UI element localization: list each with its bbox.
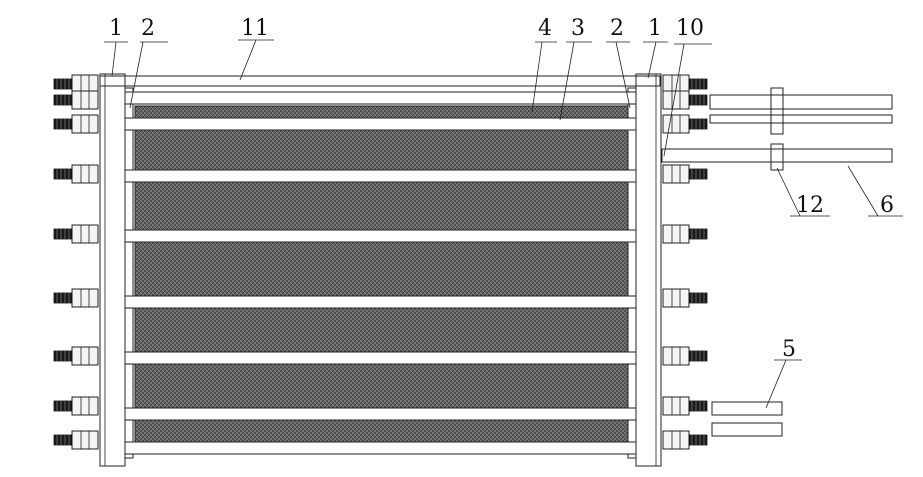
separator-bar bbox=[125, 230, 636, 242]
bolt bbox=[663, 347, 707, 365]
top-rod bbox=[100, 76, 660, 86]
bolt bbox=[663, 397, 707, 415]
callout-2-right: 2 bbox=[610, 16, 624, 41]
separator-bar bbox=[125, 408, 636, 420]
callout-12: 12 bbox=[796, 193, 824, 218]
callout-3: 3 bbox=[571, 16, 585, 41]
callout-6: 6 bbox=[880, 193, 894, 218]
electrode-plate bbox=[135, 420, 628, 442]
separator-bar bbox=[125, 352, 636, 364]
right-end-frame bbox=[628, 74, 661, 466]
bolt bbox=[54, 397, 98, 415]
bottom-pipes bbox=[712, 402, 782, 436]
bolt bbox=[54, 431, 98, 449]
callout-10: 10 bbox=[676, 16, 704, 41]
bolt bbox=[54, 347, 98, 365]
bolt bbox=[54, 91, 98, 109]
callout-1-left: 1 bbox=[109, 16, 123, 41]
bolt bbox=[54, 289, 98, 307]
left-bolt-column bbox=[54, 75, 98, 449]
bolt bbox=[663, 91, 707, 109]
bolt bbox=[663, 75, 707, 93]
bolt bbox=[663, 225, 707, 243]
bolt bbox=[663, 289, 707, 307]
left-end-frame bbox=[100, 74, 133, 466]
electrode-plate bbox=[135, 364, 628, 408]
electrode-plate bbox=[135, 106, 628, 118]
callout-1-right: 1 bbox=[648, 16, 662, 41]
bolt bbox=[54, 225, 98, 243]
electrode-plate bbox=[135, 130, 628, 170]
callout-4: 4 bbox=[538, 16, 552, 41]
separator-bar bbox=[125, 92, 636, 104]
callout-11: 11 bbox=[241, 16, 269, 41]
right-bolt-column bbox=[663, 75, 707, 449]
electrode-plate bbox=[135, 308, 628, 352]
electrode-plate bbox=[135, 242, 628, 296]
bolt bbox=[54, 115, 98, 133]
separator-bar bbox=[125, 442, 636, 454]
separator-bar bbox=[125, 296, 636, 308]
bolt bbox=[54, 165, 98, 183]
bolt bbox=[663, 431, 707, 449]
callout-5: 5 bbox=[782, 337, 796, 362]
electrode-plates bbox=[125, 92, 636, 454]
bolt bbox=[663, 165, 707, 183]
electrode-plate bbox=[135, 182, 628, 230]
separator-bar bbox=[125, 170, 636, 182]
callout-2-left: 2 bbox=[141, 16, 155, 41]
pipe-clamp-lower bbox=[771, 144, 783, 170]
bolt bbox=[54, 75, 98, 93]
separator-bar bbox=[125, 118, 636, 130]
